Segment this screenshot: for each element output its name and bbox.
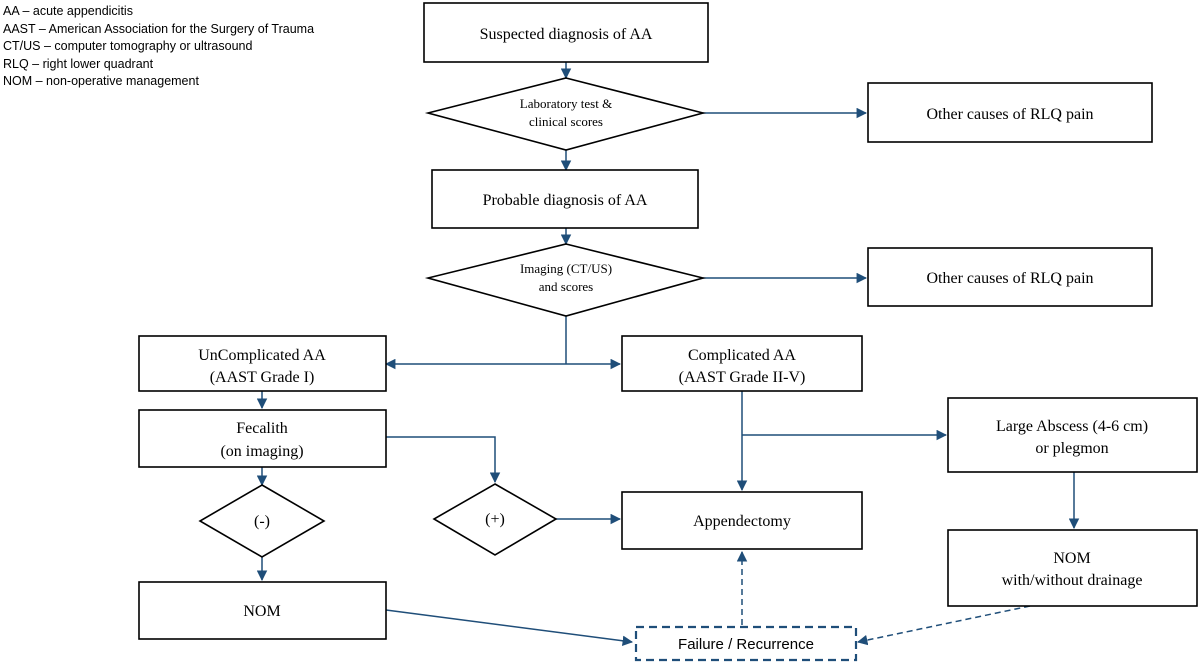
node-negative-label: (-) bbox=[254, 513, 270, 530]
node-other-causes-2: Other causes of RLQ pain bbox=[867, 247, 1153, 307]
node-fecalith-line1: Fecalith bbox=[236, 420, 288, 437]
node-lab-test-line2: clinical scores bbox=[529, 114, 603, 129]
node-fecalith-line2: (on imaging) bbox=[220, 443, 303, 460]
edge-fecalith-to-positive bbox=[386, 436, 501, 484]
node-positive: (+) bbox=[432, 483, 558, 556]
legend-item-aast: AAST – American Association for the Surg… bbox=[3, 21, 315, 36]
node-nom-drainage-line2: with/without drainage bbox=[1002, 572, 1143, 589]
node-lab-test: Laboratory test & clinical scores bbox=[424, 77, 707, 151]
node-suspected: Suspected diagnosis of AA bbox=[423, 2, 709, 63]
node-appendectomy: Appendectomy bbox=[621, 491, 863, 550]
node-nom: NOM bbox=[138, 581, 387, 640]
node-complicated-line2: (AAST Grade II-V) bbox=[679, 369, 806, 386]
edge-nom-to-failure bbox=[385, 609, 634, 646]
node-other-causes-2-label: Other causes of RLQ pain bbox=[926, 270, 1093, 287]
node-complicated: Complicated AA (AAST Grade II-V) bbox=[621, 335, 863, 392]
node-probable: Probable diagnosis of AA bbox=[431, 169, 699, 229]
node-abscess-line1: Large Abscess (4-6 cm) bbox=[996, 418, 1148, 435]
node-other-causes-1: Other causes of RLQ pain bbox=[867, 82, 1153, 143]
node-abscess: Large Abscess (4-6 cm) or plegmon bbox=[947, 397, 1198, 473]
node-suspected-label: Suspected diagnosis of AA bbox=[480, 26, 653, 43]
node-uncomplicated-line2: (AAST Grade I) bbox=[210, 369, 315, 386]
node-fecalith: Fecalith (on imaging) bbox=[138, 409, 387, 468]
node-imaging-line2: and scores bbox=[539, 279, 594, 294]
node-lab-test-line1: Laboratory test & bbox=[520, 96, 612, 111]
node-failure: Failure / Recurrence bbox=[634, 625, 858, 662]
node-positive-label: (+) bbox=[485, 511, 505, 528]
node-negative: (-) bbox=[198, 484, 326, 558]
node-nom-label: NOM bbox=[243, 603, 280, 620]
legend-item-rlq: RLQ – right lower quadrant bbox=[3, 56, 154, 71]
node-appendectomy-label: Appendectomy bbox=[693, 513, 791, 530]
legend-item-nom: NOM – non-operative management bbox=[3, 74, 199, 88]
legend-item-ctus: CT/US – computer tomography or ultrasoun… bbox=[3, 39, 253, 53]
node-imaging: Imaging (CT/US) and scores bbox=[424, 243, 707, 317]
node-failure-label: Failure / Recurrence bbox=[678, 636, 814, 653]
node-nom-drainage: NOM with/without drainage bbox=[947, 529, 1198, 607]
node-uncomplicated-line1: UnComplicated AA bbox=[198, 347, 326, 364]
node-complicated-line1: Complicated AA bbox=[688, 347, 796, 364]
node-uncomplicated: UnComplicated AA (AAST Grade I) bbox=[138, 335, 387, 392]
node-imaging-line1: Imaging (CT/US) bbox=[520, 261, 612, 276]
edges bbox=[256, 62, 1080, 646]
node-probable-label: Probable diagnosis of AA bbox=[483, 192, 648, 209]
node-abscess-line2: or plegmon bbox=[1035, 440, 1108, 457]
legend-item-aa: AA – acute appendicitis bbox=[3, 4, 133, 18]
legend: AA – acute appendicitis AAST – American … bbox=[3, 3, 314, 91]
edge-nom-drainage-to-failure bbox=[856, 605, 1031, 646]
node-other-causes-1-label: Other causes of RLQ pain bbox=[926, 106, 1093, 123]
node-nom-drainage-line1: NOM bbox=[1053, 550, 1090, 567]
